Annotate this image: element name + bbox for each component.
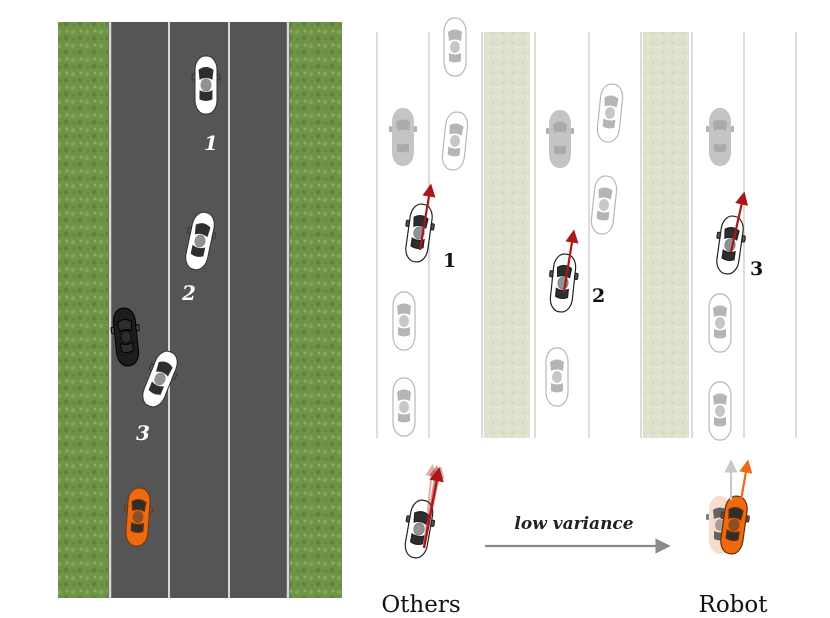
grass-right <box>290 22 342 598</box>
heading-arrow-2 <box>562 229 579 293</box>
selected-car-2 <box>545 252 581 314</box>
median-strip-2 <box>643 32 689 438</box>
grey-car <box>706 108 734 166</box>
others-heading-arrows <box>422 464 445 549</box>
right-label-3: 3 <box>750 258 763 280</box>
lane-panel-3: 3 <box>706 108 763 441</box>
caption-robot: Robot <box>699 592 769 618</box>
grass-left <box>58 22 108 598</box>
right-label-1: 1 <box>443 250 456 272</box>
ghost-car <box>708 293 732 353</box>
right-lane-panels: 1 2 3 <box>376 17 797 441</box>
ghost-car <box>440 110 470 172</box>
ghost-car <box>545 347 569 407</box>
selected-car-3 <box>711 213 749 277</box>
legend-comparison: low variance Others Robot <box>381 459 769 618</box>
ghost-car <box>443 17 467 77</box>
left-label-2: 2 <box>181 281 196 305</box>
lane-panel-2: 2 <box>545 82 625 407</box>
robot-heading-arrow <box>739 459 753 501</box>
ghost-car <box>595 82 625 144</box>
ghost-car <box>589 174 619 236</box>
median-strip-1 <box>484 32 530 438</box>
left-road-scene: 1 2 3 <box>58 22 342 598</box>
grey-car <box>546 110 574 168</box>
grey-car <box>389 108 417 166</box>
right-label-2: 2 <box>592 285 605 307</box>
ghost-car <box>392 291 416 351</box>
heading-arrow-1 <box>418 183 436 251</box>
left-label-3: 3 <box>136 421 150 445</box>
heading-arrow-3 <box>729 191 749 253</box>
ghost-car <box>708 381 732 441</box>
selected-car-1 <box>400 201 438 265</box>
ghost-car <box>392 377 416 437</box>
car-1 <box>191 55 221 115</box>
low-variance-label: low variance <box>514 514 633 534</box>
left-label-1: 1 <box>204 131 218 155</box>
lane-panel-1: 1 <box>389 17 470 437</box>
caption-others: Others <box>381 592 460 618</box>
